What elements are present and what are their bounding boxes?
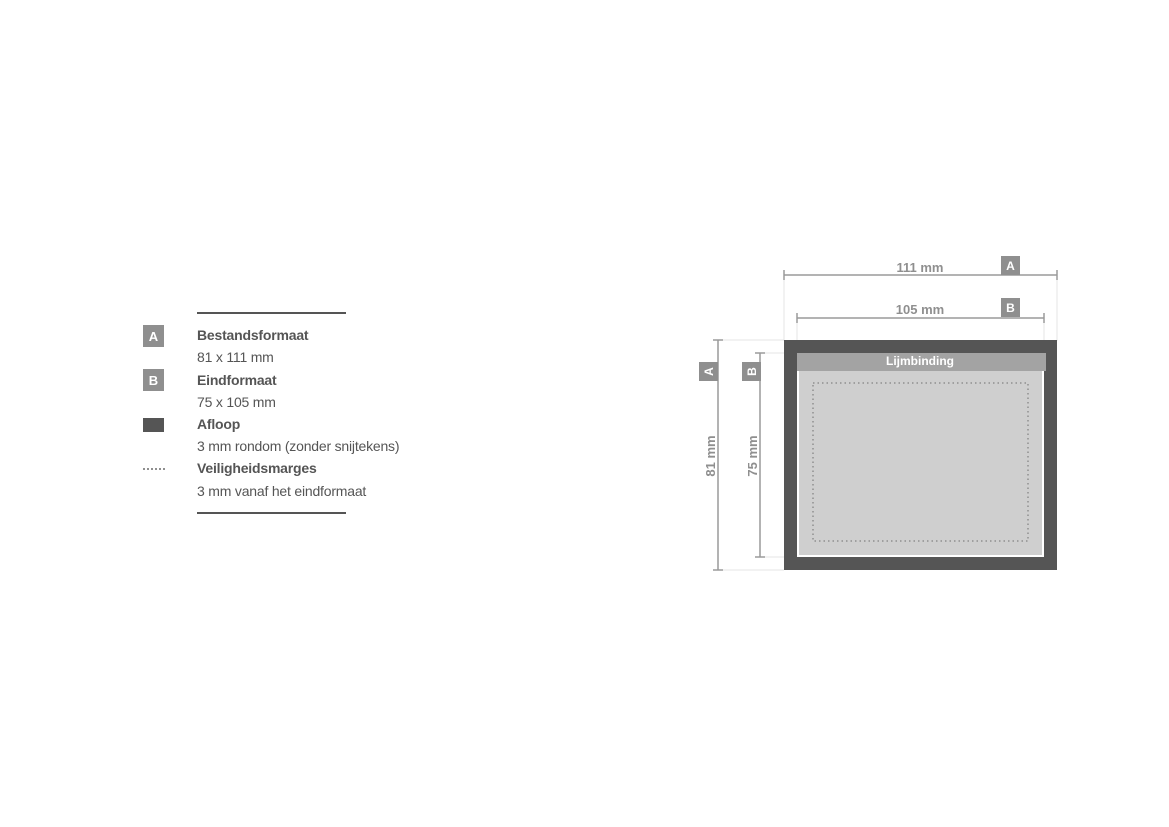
marker-a-width-label: A [1006,259,1015,273]
marker-a-width-badge [1001,256,1020,275]
marker-b-badge: B [143,369,164,391]
legend-top-rule [197,312,346,314]
width-b-label: 105 mm [896,302,944,317]
legend-value-safety-margin: 3 mm vanaf het eindformaat [197,483,367,499]
height-b-label: 75 mm [745,435,760,476]
safety-margin-outline [812,382,1029,542]
bleed-swatch-icon [143,418,164,432]
legend-title-bleed: Afloop [197,416,241,432]
marker-b-width-label: B [1006,301,1015,315]
marker-b-width-badge [1001,298,1020,317]
legend-value-bleed: 3 mm rondom (zonder snijtekens) [197,438,400,454]
legend-value-final-format: 75 x 105 mm [197,394,276,410]
marker-a-height-label: A [702,367,716,376]
width-a-label: 111 mm [897,260,944,275]
height-a-label: 81 mm [703,435,718,476]
legend-title-file-format: Bestandsformaat [197,327,309,343]
dotted-line-icon [143,468,165,470]
legend-title-safety-margin: Veiligheidsmarges [197,460,317,476]
marker-a-height-badge [699,362,718,381]
dimension-line-height-b [755,352,765,558]
binding-bar [797,353,1046,371]
marker-a-badge: A [143,325,164,347]
legend-value-file-format: 81 x 111 mm [197,349,274,365]
legend-bottom-rule [197,512,346,514]
dimension-line-width-b [796,313,1045,323]
legend: A Bestandsformaat 81 x 111 mm B Eindform… [0,0,520,827]
binding-label: Lijmbinding [886,354,954,368]
legend-title-final-format: Eindformaat [197,372,277,388]
final-format-page [799,355,1042,555]
marker-b-height-label: B [745,367,759,376]
marker-b-height-badge [742,362,761,381]
